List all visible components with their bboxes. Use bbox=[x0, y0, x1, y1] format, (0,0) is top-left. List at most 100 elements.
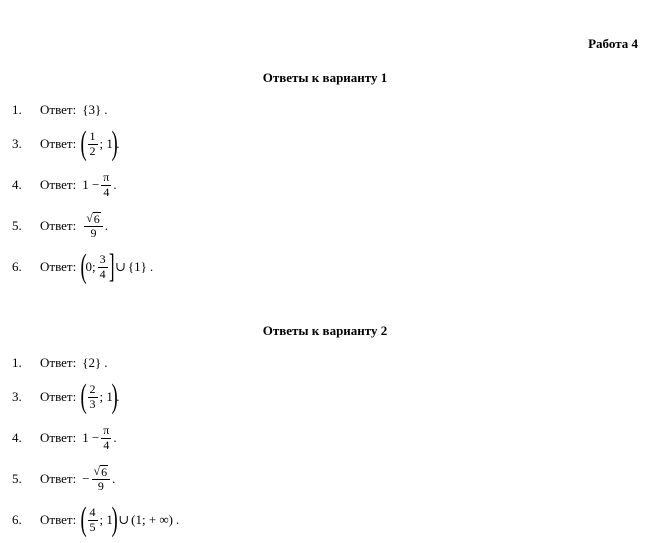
period: . bbox=[113, 177, 117, 192]
interval-head: 0; bbox=[85, 259, 96, 274]
minus-sign: − bbox=[82, 471, 90, 486]
open-paren: ( bbox=[80, 125, 87, 162]
answer-label: Ответ: bbox=[40, 218, 77, 233]
numerator: 4 bbox=[87, 505, 98, 521]
denominator: 9 bbox=[97, 479, 104, 493]
numerator: π bbox=[101, 170, 112, 186]
extra-interval: (1; + ∞) bbox=[131, 512, 174, 527]
variant-2-title: Ответы к варианту 2 bbox=[262, 323, 388, 338]
fraction: 3 4 bbox=[97, 252, 108, 281]
radicand: 6 bbox=[92, 211, 101, 226]
answer-label: Ответ: bbox=[40, 389, 77, 404]
item-number: 5. bbox=[12, 471, 22, 486]
expression-prefix: 1 − bbox=[82, 177, 100, 192]
v1-answer-3: 3. Ответ: ( 1 2 ; 1 ) . bbox=[12, 124, 119, 164]
v2-answer-6: 6. Ответ: ( 4 5 ; 1 ) ∪ (1; + ∞) . bbox=[12, 500, 179, 540]
fraction: √6 9 bbox=[91, 464, 111, 493]
answer-label: Ответ: bbox=[40, 355, 77, 370]
period: . bbox=[116, 136, 120, 151]
extra-set: {1} bbox=[127, 259, 147, 274]
v1-answer-1: 1. Ответ: {3} . bbox=[12, 90, 107, 130]
denominator: 5 bbox=[89, 519, 96, 534]
answer-set: {2} bbox=[82, 355, 102, 370]
sqrt-numerator: √6 bbox=[91, 464, 111, 480]
item-number: 1. bbox=[12, 102, 22, 117]
union-symbol: ∪ bbox=[114, 259, 126, 274]
period: . bbox=[149, 259, 154, 274]
answer-label: Ответ: bbox=[40, 512, 77, 527]
fraction: π 4 bbox=[101, 423, 112, 452]
v1-answer-5: 5. Ответ: √6 9 . bbox=[12, 206, 108, 246]
item-number: 1. bbox=[12, 355, 22, 370]
radicand: 6 bbox=[100, 464, 109, 479]
numerator: 3 bbox=[97, 252, 108, 268]
answer-math: − √6 9 . bbox=[82, 464, 116, 493]
fraction: 4 5 bbox=[87, 505, 98, 534]
fraction: 2 3 bbox=[87, 382, 98, 411]
close-paren: ) bbox=[111, 125, 118, 162]
denominator: 4 bbox=[103, 437, 110, 452]
answer-math: ( 1 2 ; 1 ) . bbox=[80, 125, 120, 162]
denominator: 3 bbox=[89, 396, 96, 411]
work-title: Работа 4 bbox=[588, 36, 638, 51]
denominator: 2 bbox=[89, 143, 96, 158]
answer-label: Ответ: bbox=[40, 259, 77, 274]
answer-label: Ответ: bbox=[40, 102, 77, 117]
v2-answer-3: 3. Ответ: ( 2 3 ; 1 ) . bbox=[12, 377, 119, 417]
v1-answer-4: 4. Ответ: 1 − π 4 . bbox=[12, 165, 117, 205]
interval-tail: ; 1 bbox=[99, 136, 113, 151]
period: . bbox=[104, 102, 108, 117]
period: . bbox=[176, 512, 180, 527]
answer-label: Ответ: bbox=[40, 177, 77, 192]
fraction: π 4 bbox=[101, 170, 112, 199]
close-paren: ) bbox=[111, 501, 118, 538]
answer-math: ( 2 3 ; 1 ) . bbox=[80, 378, 120, 415]
v1-answer-6: 6. Ответ: ( 0; 3 4 ] ∪ {1} . bbox=[12, 247, 153, 287]
answer-math: ( 0; 3 4 ] ∪ {1} . bbox=[80, 248, 154, 285]
answer-math: √6 9 . bbox=[82, 211, 109, 240]
period: . bbox=[104, 218, 109, 233]
open-paren: ( bbox=[80, 501, 87, 538]
answer-math: ( 4 5 ; 1 ) ∪ (1; + ∞) . bbox=[80, 501, 180, 538]
item-number: 6. bbox=[12, 512, 22, 527]
interval-tail: ; 1 bbox=[99, 389, 113, 404]
variant-1-title: Ответы к варианту 1 bbox=[262, 70, 388, 85]
item-number: 4. bbox=[12, 177, 22, 192]
sqrt-numerator: √6 bbox=[84, 211, 103, 227]
open-paren: ( bbox=[80, 248, 87, 285]
denominator: 4 bbox=[99, 266, 106, 281]
answer-label: Ответ: bbox=[40, 136, 77, 151]
denominator: 9 bbox=[90, 226, 97, 240]
numerator: π bbox=[101, 423, 112, 439]
answer-math: 1 − π 4 . bbox=[82, 423, 117, 452]
answer-math: 1 − π 4 . bbox=[82, 170, 117, 199]
period: . bbox=[113, 430, 117, 445]
fraction: 1 2 bbox=[87, 129, 98, 158]
v2-answer-5: 5. Ответ: − √6 9 . bbox=[12, 459, 115, 499]
item-number: 6. bbox=[12, 259, 22, 274]
answer-math: {2} . bbox=[82, 355, 107, 371]
period: . bbox=[116, 389, 120, 404]
v2-answer-1: 1. Ответ: {2} . bbox=[12, 343, 107, 383]
close-bracket: ] bbox=[108, 248, 115, 285]
period: . bbox=[104, 355, 108, 370]
close-paren: ) bbox=[111, 378, 118, 415]
answer-math: {3} . bbox=[82, 102, 107, 118]
answer-label: Ответ: bbox=[40, 471, 77, 486]
item-number: 4. bbox=[12, 430, 22, 445]
interval-tail: ; 1 bbox=[99, 512, 113, 527]
expression-prefix: 1 − bbox=[82, 430, 100, 445]
numerator: 1 bbox=[87, 129, 98, 145]
answer-label: Ответ: bbox=[40, 430, 77, 445]
numerator: 2 bbox=[87, 382, 98, 398]
item-number: 3. bbox=[12, 136, 22, 151]
item-number: 3. bbox=[12, 389, 22, 404]
denominator: 4 bbox=[103, 184, 110, 199]
v2-answer-4: 4. Ответ: 1 − π 4 . bbox=[12, 418, 117, 458]
open-paren: ( bbox=[80, 378, 87, 415]
fraction: √6 9 bbox=[84, 211, 103, 240]
period: . bbox=[112, 471, 116, 486]
union-symbol: ∪ bbox=[118, 512, 130, 527]
answer-set: {3} bbox=[82, 102, 102, 117]
item-number: 5. bbox=[12, 218, 22, 233]
